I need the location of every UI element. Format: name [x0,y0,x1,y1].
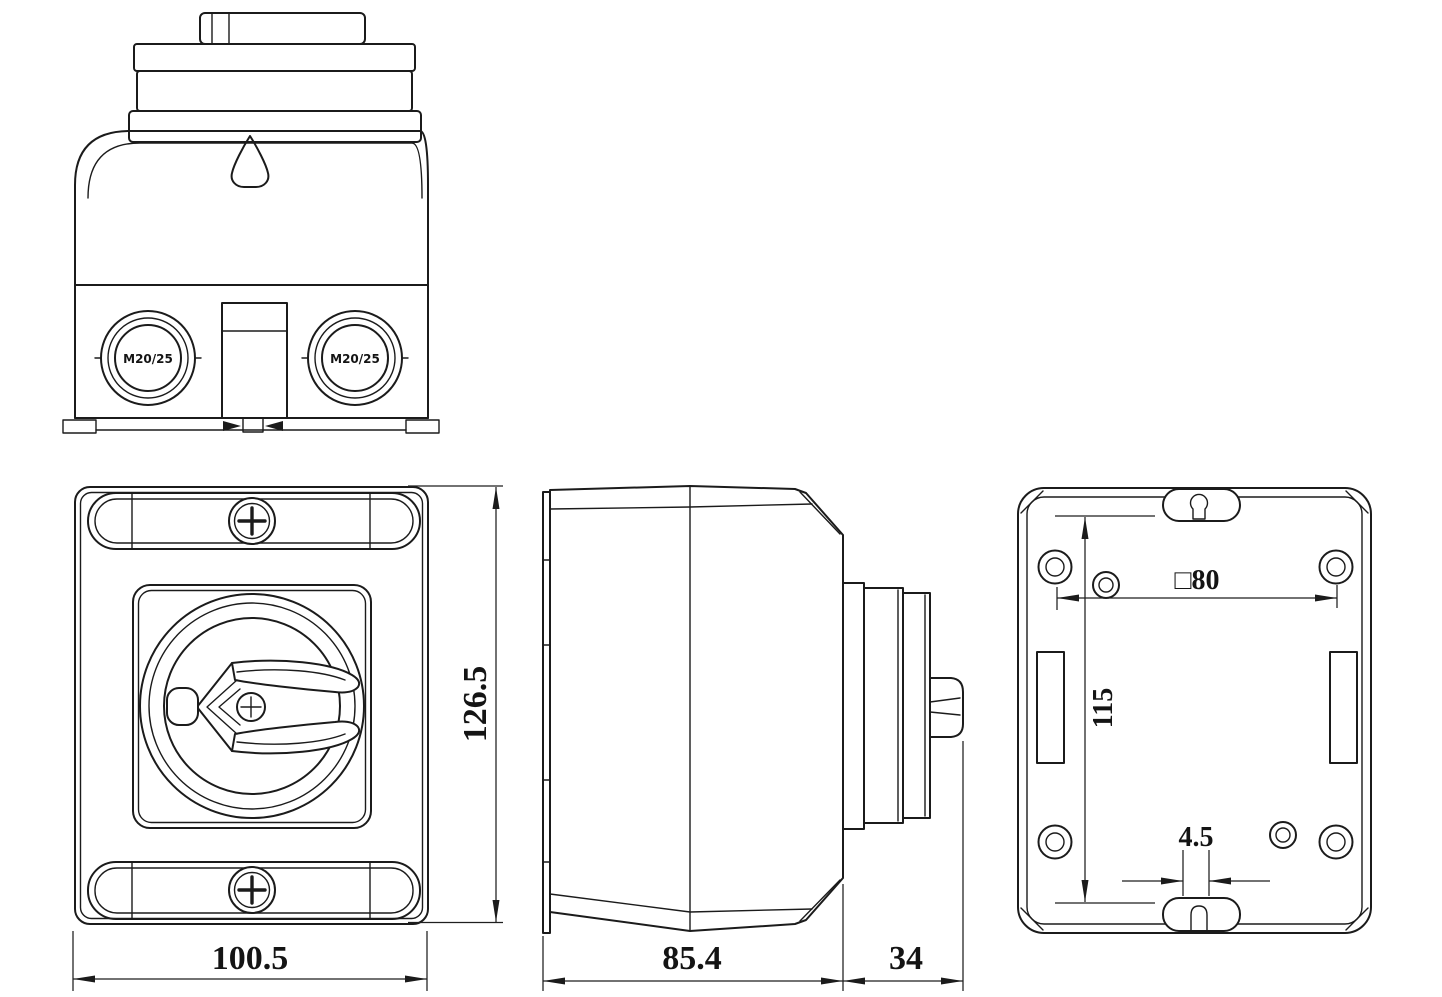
dim-hole-spacing-label: □80 [1175,565,1220,596]
dim-handle-depth-label: 34 [889,940,923,977]
screw-bottom [228,866,276,914]
mounting-tab-bottom [1162,897,1241,932]
front-view: 126.5 100.5 [72,485,503,991]
switch-plate [132,584,372,829]
handle-knob-top [128,12,422,143]
enclosure-body-side [549,485,844,932]
cable-gland-right-label: M20/25 [330,352,380,366]
dim-mount-height-label: 115 [1088,688,1119,728]
dim-front-width-label: 100.5 [212,940,289,977]
rotary-handle [166,659,361,755]
dim-slot-width: 4.5 [1122,822,1270,896]
back-box-outline [1017,487,1372,934]
cable-gland-left-label: M20/25 [123,352,173,366]
cable-gland-left: M20/25 [94,310,202,406]
cable-gland-right: M20/25 [301,310,409,406]
dim-slot-width-label: 4.5 [1179,822,1214,853]
side-view: 85.4 34 [542,485,964,991]
dim-body-depth: 85.4 [542,884,844,991]
screw-top [228,497,276,545]
top-view: M20/25 M20/25 [62,12,440,434]
dim-front-height-label: 126.5 [457,666,494,743]
keyhole-slot-bottom [1190,905,1208,931]
enclosure-body-top [62,130,440,434]
handle-grip-side [929,677,964,738]
handle-end-knob [166,687,199,726]
handle-assembly-side [842,582,964,830]
dim-front-width: 100.5 [72,931,428,991]
mounting-tab-top [1162,488,1241,522]
mounting-flange-edge [542,491,551,934]
side-slots [1036,651,1358,764]
handle-screw [236,692,266,722]
dim-mount-height: 115 [1055,515,1155,904]
dim-front-height: 126.5 [408,485,503,924]
dim-handle-depth: 34 [843,741,964,991]
back-view: □80 115 4.5 [1017,487,1372,934]
keyhole-slot-top [1189,493,1209,520]
dim-hole-spacing: □80 [1056,565,1338,610]
pointer-mark [230,135,270,188]
dim-body-depth-label: 85.4 [662,940,722,977]
